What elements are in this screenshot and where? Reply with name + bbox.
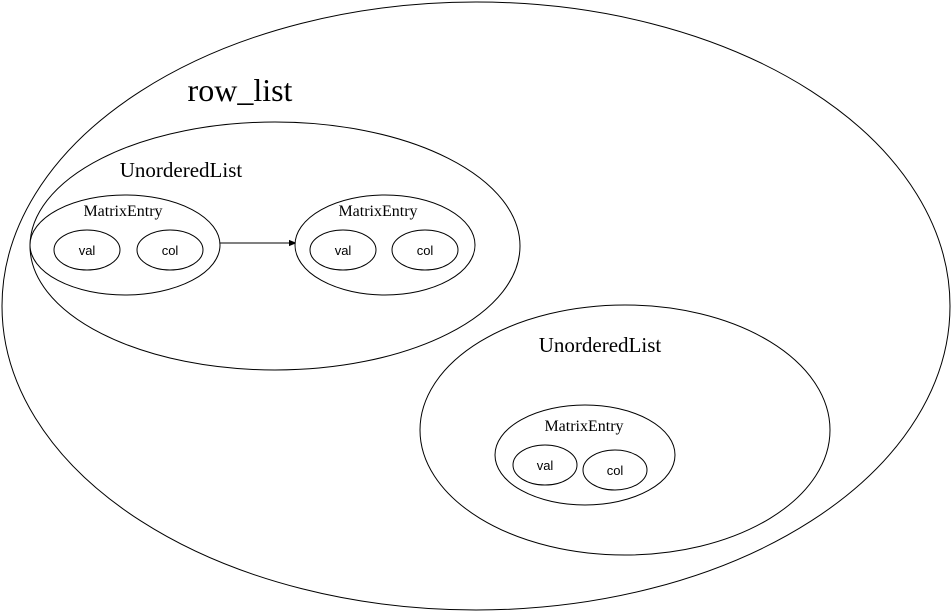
- matrix-entry-2-col-label: col: [417, 243, 434, 258]
- unordered-list-2-label: UnorderedList: [539, 333, 662, 357]
- matrix-entry-2: MatrixEntry val col: [294, 194, 476, 296]
- matrix-entry-3-label: MatrixEntry: [544, 418, 623, 435]
- unordered-list-1-label: UnorderedList: [120, 158, 243, 182]
- matrix-entry-2-label: MatrixEntry: [338, 203, 417, 220]
- matrix-entry-1-col-label: col: [162, 243, 179, 258]
- matrix-entry-1-col-field: [136, 229, 204, 271]
- matrix-entry-1-label: MatrixEntry: [83, 203, 162, 220]
- matrix-entry-3-val-label: val: [537, 458, 554, 473]
- matrix-entry-2-val-label: val: [335, 243, 352, 258]
- matrix-entry-2-col-field: [391, 229, 459, 271]
- row-list-label: row_list: [188, 72, 293, 108]
- matrix-entry-1-val-field: [53, 229, 121, 271]
- matrix-entry-1-val-label: val: [79, 243, 96, 258]
- matrix-entry-1: MatrixEntry val col: [29, 194, 221, 296]
- matrix-entry-3-val-field: [512, 444, 578, 486]
- unordered-list-1: UnorderedList MatrixEntry val col Matrix…: [29, 121, 521, 371]
- matrix-entry-3: MatrixEntry val col: [494, 404, 676, 506]
- unordered-list-2: UnorderedList MatrixEntry val col: [419, 304, 831, 556]
- matrix-entry-3-col-field: [582, 449, 648, 491]
- matrix-entry-3-col-label: col: [607, 463, 624, 478]
- matrix-entry-2-val-field: [309, 229, 377, 271]
